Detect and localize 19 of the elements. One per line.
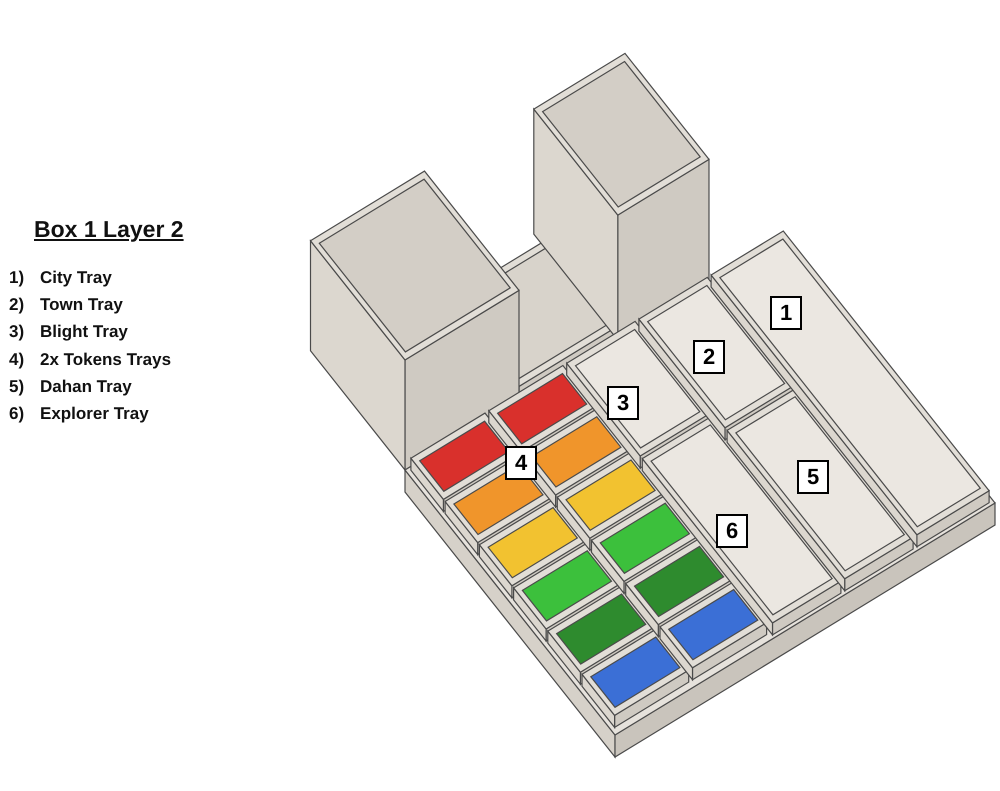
callout-number: 6: [716, 514, 748, 548]
tray-name: 2x Tokens Trays: [40, 350, 172, 368]
tray-name: City Tray: [40, 269, 112, 286]
callout-number: 5: [797, 460, 830, 494]
tray-name: Town Tray: [40, 296, 123, 314]
callout-number: 1: [770, 296, 802, 330]
callout-number: 3: [607, 386, 640, 420]
callout-number: 4: [505, 446, 538, 480]
list-number: 3): [9, 323, 24, 340]
tray-name: Dahan Tray: [40, 378, 132, 395]
callout-number: 2: [693, 340, 726, 374]
list-number: 6): [9, 405, 24, 422]
list-number: 1): [9, 269, 24, 286]
list-number: 2): [9, 296, 24, 314]
list-number: 5): [9, 378, 24, 395]
tray-name: Explorer Tray: [40, 405, 149, 422]
tray-name: Blight Tray: [40, 323, 128, 340]
list-number: 4): [9, 350, 24, 368]
legend-title: Box 1 Layer 2: [34, 218, 184, 241]
